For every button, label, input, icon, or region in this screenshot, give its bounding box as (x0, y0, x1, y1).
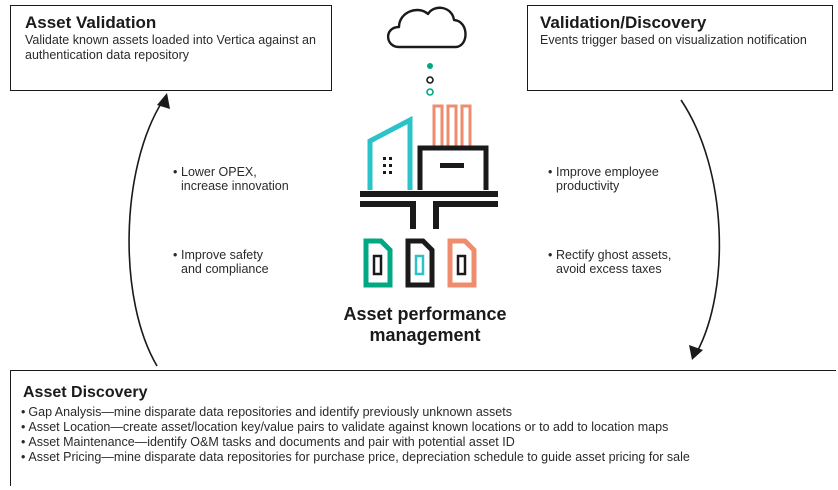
validation-discovery-text: Events trigger based on visualization no… (540, 33, 807, 47)
left-arrowhead-icon (157, 93, 170, 109)
asset-discovery-title: Asset Discovery (23, 384, 148, 401)
right-arrowhead-icon (689, 345, 703, 360)
bullet-icon: • (548, 165, 553, 179)
right-note-productivity: • Improve employee productivity (548, 165, 659, 193)
document-salmon-icon (447, 238, 477, 288)
cloud-icon (386, 6, 467, 49)
left-cycle-arrow (128, 101, 163, 367)
center-title-line1: Asset performance (343, 304, 507, 324)
asset-validation-title: Asset Validation (25, 13, 157, 32)
center-title-line2: management (369, 325, 481, 345)
document-black-icon (405, 238, 435, 288)
bullet-icon: • (173, 165, 178, 179)
left-note-safety-line1: Improve safety (181, 248, 263, 262)
validation-discovery-title: Validation/Discovery (540, 13, 707, 32)
left-note-safety: • Improve safety and compliance (173, 248, 269, 276)
right-cycle-arrow (680, 99, 721, 353)
left-note-opex: • Lower OPEX, increase innovation (173, 165, 289, 193)
left-note-opex-line1: Lower OPEX, (181, 165, 257, 179)
building-icon (367, 115, 413, 190)
bullet-icon: • (548, 248, 553, 262)
dot-3-icon (426, 88, 434, 96)
right-note-productivity-line1: Improve employee (556, 165, 659, 179)
left-note-opex-line2: increase innovation (181, 179, 289, 193)
asset-discovery-box: Asset Discovery Gap Analysis—mine dispar… (10, 370, 836, 486)
center-title: Asset performance management (300, 304, 550, 346)
right-note-ghost-assets: • Rectify ghost assets, avoid excess tax… (548, 248, 672, 276)
asset-validation-box: Asset Validation Validate known assets l… (10, 5, 332, 91)
dot-2-icon (426, 76, 434, 84)
left-note-safety-line2: and compliance (181, 262, 269, 276)
list-item: Asset Pricing—mine disparate data reposi… (21, 450, 826, 465)
list-item: Asset Location—create asset/location key… (21, 420, 826, 435)
right-note-ghost-assets-line2: avoid excess taxes (556, 262, 662, 276)
factory-icon (417, 104, 489, 190)
asset-discovery-list: Gap Analysis—mine disparate data reposit… (21, 405, 826, 465)
document-green-icon (363, 238, 393, 288)
dot-1-icon (427, 63, 433, 69)
bullet-icon: • (173, 248, 178, 262)
list-item: Gap Analysis—mine disparate data reposit… (21, 405, 826, 420)
asset-validation-text: Validate known assets loaded into Vertic… (25, 33, 316, 62)
right-note-productivity-line2: productivity (556, 179, 620, 193)
base-connector-icon (360, 191, 498, 229)
list-item: Asset Maintenance—identify O&M tasks and… (21, 435, 826, 450)
validation-discovery-box: Validation/Discovery Events trigger base… (527, 5, 833, 91)
right-note-ghost-assets-line1: Rectify ghost assets, (556, 248, 672, 262)
